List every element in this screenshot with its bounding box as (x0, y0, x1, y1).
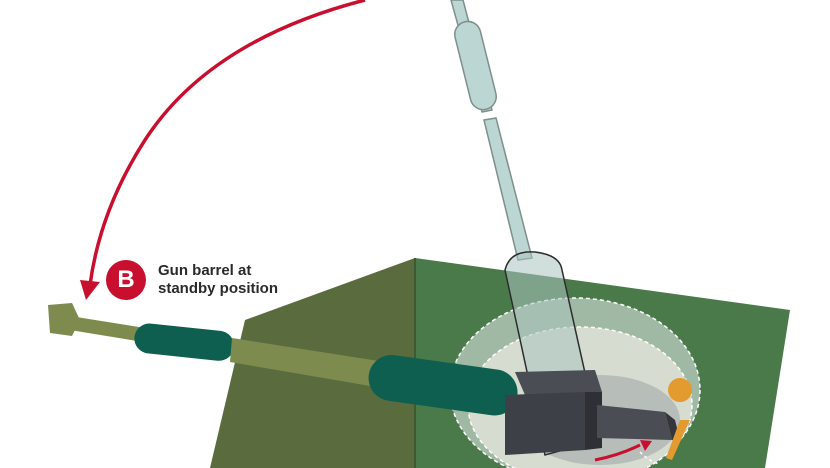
gun-breech (597, 405, 672, 440)
barrel-olive-long (230, 338, 385, 388)
small-red-arrow-head (640, 440, 652, 451)
label-line-1: Gun barrel at (158, 262, 252, 279)
pivot-pin-stem (666, 420, 690, 460)
barrel-olive-front (70, 316, 145, 342)
gun-mount-front (505, 392, 585, 455)
pivot-pin-icon (668, 378, 693, 402)
label-caption: Gun barrel at standby position (158, 262, 318, 298)
small-dashed-arc (639, 451, 661, 465)
upright-barrel-mid (483, 117, 533, 261)
turret-ring-outer-dash (449, 297, 701, 468)
curved-arrow-icon (88, 0, 366, 286)
upright-barrel-muzzle-sleeve (454, 20, 497, 111)
turret-ring-inner-dash (467, 326, 693, 468)
gun-mount-top (515, 370, 602, 395)
standby-label: B Gun barrel at standby position (106, 260, 316, 300)
label-letter-badge: B (106, 260, 146, 300)
curved-arrow-head (80, 280, 100, 300)
barrel-teal-sleeve (134, 323, 234, 361)
small-red-arrow-icon (594, 443, 641, 462)
label-line-2: standby position (158, 280, 278, 297)
barrel-teal-extractor (368, 354, 518, 416)
